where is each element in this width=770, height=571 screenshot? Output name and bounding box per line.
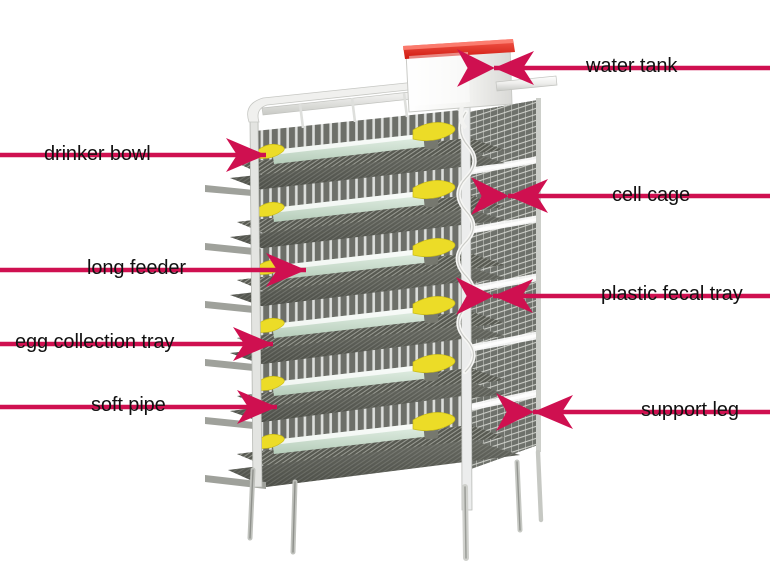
label-soft-pipe: soft pipe (91, 394, 166, 416)
arrowhead-soft-pipe (237, 390, 277, 424)
label-cell-cage: cell cage (612, 184, 691, 206)
arrowhead-long-feeder (266, 253, 306, 287)
support-legs (247, 449, 544, 561)
cage-tier (205, 281, 505, 372)
soft-pipe-shade (457, 111, 476, 373)
label-water-tank: water tank (586, 55, 678, 77)
arrow-heads (226, 51, 573, 429)
cage-tier (205, 224, 505, 314)
label-plastic-fecal-tray: plastic fecal tray (601, 283, 743, 305)
label-long-feeder: long feeder (87, 257, 186, 279)
cage-tiers (205, 109, 520, 489)
cage-tier (205, 109, 505, 197)
arrowhead-egg-collection-tray (233, 327, 273, 361)
label-drinker-bowl: drinker bowl (44, 143, 151, 165)
cage-tier (205, 166, 505, 256)
cage-tier (205, 395, 520, 489)
arrowhead-cell-cage (508, 179, 548, 213)
cage-end-panel (466, 98, 541, 470)
arrowhead-water-tank (494, 51, 534, 85)
arrowhead-drinker-bowl (226, 138, 266, 172)
label-support-leg: support leg (641, 399, 739, 421)
cage-tier (205, 338, 505, 430)
callout-arrows (0, 49, 770, 431)
arrowhead-plastic-fecal-tray (493, 279, 533, 313)
label-egg-collection-tray: egg collection tray (15, 331, 175, 353)
arrowhead-support-leg (533, 395, 573, 429)
